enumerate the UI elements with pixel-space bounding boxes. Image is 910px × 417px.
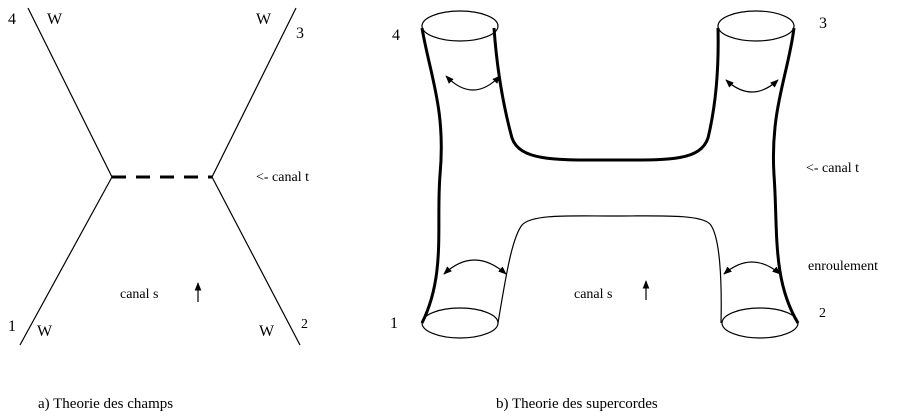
- tube-end-3: [717, 10, 795, 42]
- winding-arrow-3: [725, 79, 779, 93]
- leg-2-line: [211, 176, 301, 346]
- leg-label-2: 2: [819, 306, 826, 321]
- tube-end-4: [421, 10, 499, 42]
- particle-label-w: W: [256, 11, 272, 28]
- leg-label-4: 4: [8, 11, 16, 28]
- leg-label-1: 1: [8, 318, 16, 335]
- leg-label-4: 4: [392, 27, 400, 44]
- t-channel-label: <- canal t: [256, 170, 309, 185]
- leg-4-line: [27, 7, 113, 178]
- caption-superstring: b) Theorie des supercordes: [496, 396, 658, 412]
- leg-label-2: 2: [301, 317, 308, 332]
- caption-field-theory: a) Theorie des champs: [38, 396, 173, 412]
- worldsheet-left-outer: [420, 27, 443, 324]
- field-theory-diagram: 4 W W 3 1 W W 2 <- canal t canal s a) Th…: [8, 7, 309, 412]
- leg-label-1: 1: [390, 315, 398, 332]
- winding-arrow-4: [445, 75, 501, 91]
- particle-label-w: W: [37, 323, 53, 340]
- tube-end-1: [421, 307, 499, 339]
- worldsheet-right-outer: [771, 27, 800, 324]
- t-channel-label: <- canal t: [806, 161, 859, 176]
- winding-label: enroulement: [808, 259, 878, 274]
- worldsheet-upper-inner: [492, 27, 720, 162]
- worldsheet-lower-inner: [497, 215, 722, 324]
- winding-arrow-1: [443, 259, 507, 275]
- leg-label-3: 3: [296, 25, 304, 42]
- winding-arrow-2: [723, 261, 781, 275]
- leg-1-line: [19, 176, 113, 346]
- superstring-diagram: 4 3 1 2 <- canal t canal s enroulement b…: [390, 10, 878, 412]
- leg-label-3: 3: [819, 15, 827, 32]
- particle-label-w: W: [259, 323, 275, 340]
- tube-end-2: [721, 307, 799, 339]
- s-channel-label: canal s: [574, 287, 612, 302]
- particle-label-w: W: [47, 11, 63, 28]
- s-channel-label: canal s: [120, 287, 158, 302]
- leg-3-line: [211, 7, 297, 178]
